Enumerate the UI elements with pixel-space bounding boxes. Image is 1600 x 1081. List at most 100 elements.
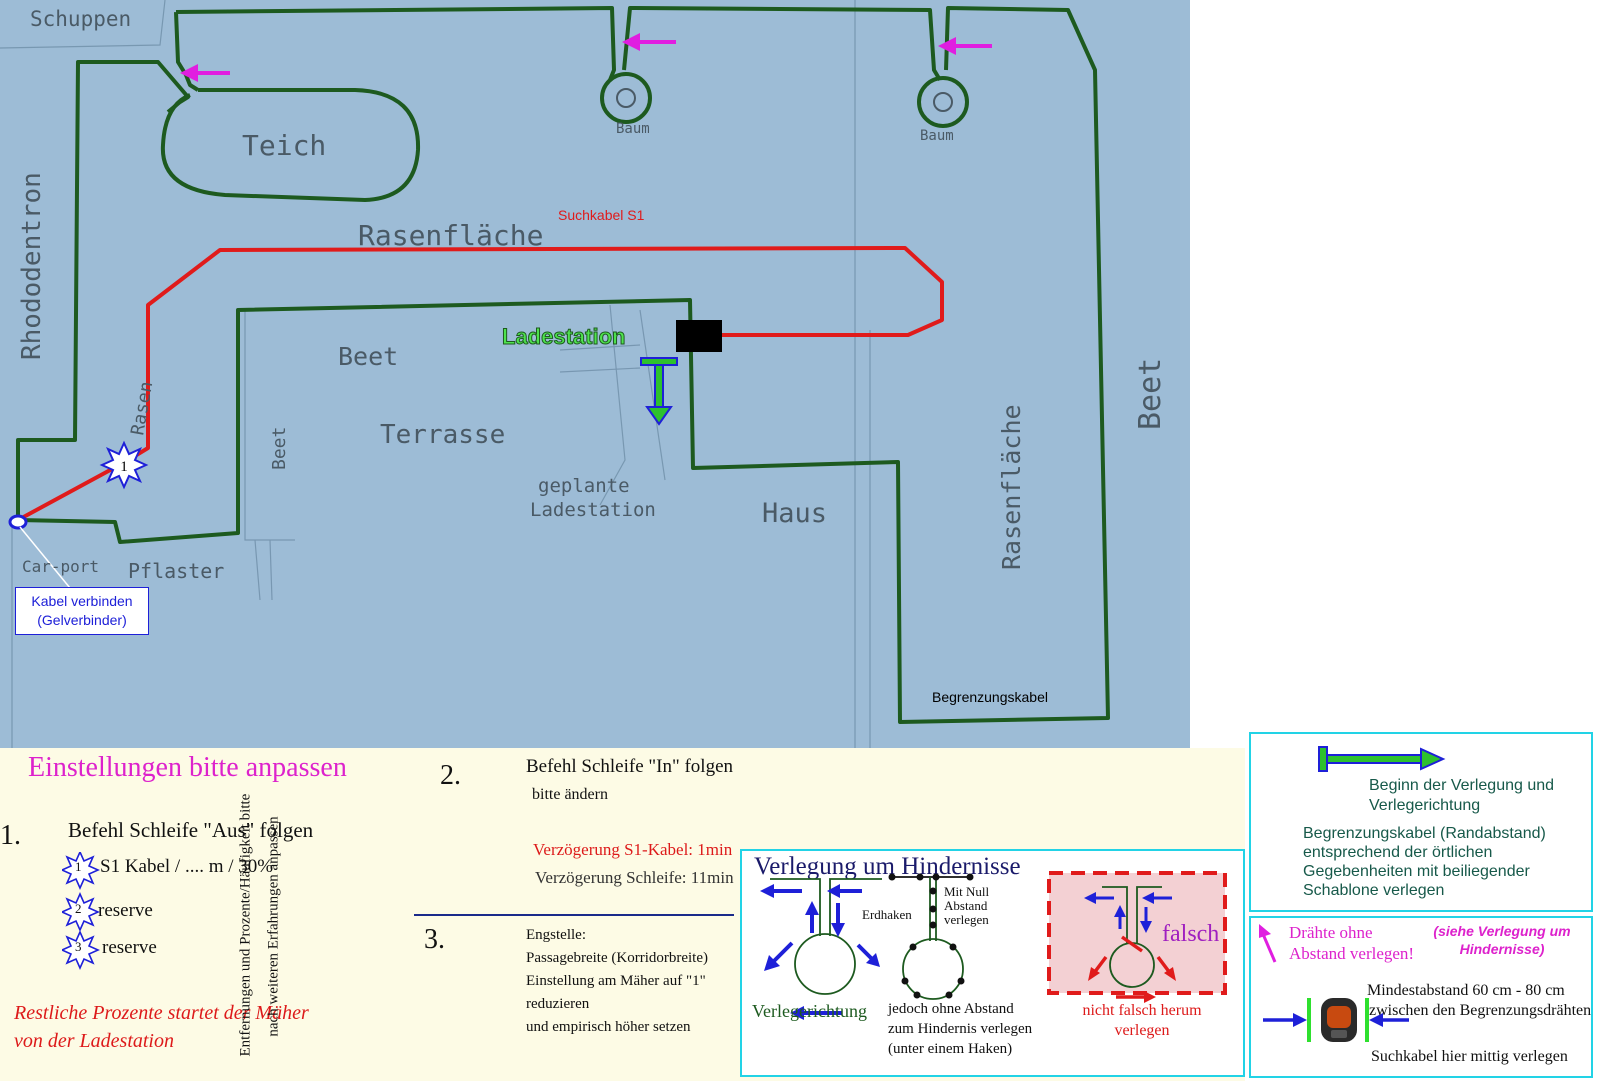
legend-boundary-line: Schablone verlegen [1303, 882, 1445, 899]
label-teich: Teich [242, 129, 326, 162]
marker-1-label: 1 [120, 459, 128, 475]
section-2-number: 2. [440, 760, 461, 791]
tree-loop-1 [600, 72, 652, 124]
badge-1-number: 1 [75, 859, 82, 874]
min-distance-line-2: zwischen den Begrenzungsdrähten [1369, 1002, 1592, 1019]
item-1-text: S1 Kabel / .... m / 30% [100, 856, 274, 877]
callout-line-1: Kabel verbinden [31, 593, 133, 609]
middle-caption: jedoch ohne Abstand zum Hindernis verleg… [888, 999, 1032, 1059]
connector-point [8, 514, 28, 530]
label-ladestation-small: Ladestation [530, 499, 656, 521]
search-cable-center-note: Suchkabel hier mittig verlegen [1371, 1048, 1568, 1065]
label-begrenzungskabel: Begrenzungskabel [932, 689, 1048, 705]
legend-bottom-diagram [1259, 924, 1409, 1042]
delay-schleife: Verzögerung Schleife: 11min [535, 868, 734, 887]
hook-dots [888, 873, 974, 999]
section-3-line: Engstelle: [526, 927, 586, 943]
label-garage: Car-port [22, 557, 99, 576]
callout-line-2: (Gelverbinder) [37, 612, 127, 628]
section-1-number: 1. [0, 820, 21, 851]
label-schuppen: Schuppen [30, 7, 131, 31]
legend-start-line: Verlegerichtung [1369, 797, 1481, 814]
wires-line: Drähte ohne [1289, 923, 1373, 942]
label-beet-right: Beet [1133, 358, 1168, 430]
item-3-text: reserve [102, 937, 157, 958]
section-1-heading: Befehl Schleife "Aus" folgen [68, 818, 314, 842]
middle-caption-line: jedoch ohne Abstand [888, 1001, 1014, 1017]
section-2-sub: bitte ändern [532, 786, 608, 803]
label-pflaster: Pflaster [128, 559, 224, 583]
section-3-line: reduzieren [526, 996, 590, 1012]
label-baum-2: Baum [920, 128, 954, 144]
min-distance-line-1: Mindestabstand 60 cm - 80 cm [1367, 982, 1565, 999]
label-geplante: geplante [538, 475, 630, 497]
label-suchkabel: Suchkabel S1 [558, 207, 645, 223]
starburst-badge-2-icon [62, 892, 100, 932]
wrong-caption: nicht falsch herum verlegen [1072, 1001, 1212, 1041]
label-rasenflaeche-top: Rasenfläche [358, 219, 543, 252]
siehe-text: (siehe Verlegung um Hindernisse) [1427, 922, 1577, 958]
obstacles-title: Verlegung um Hindernisse [754, 853, 1021, 880]
mower-icon [1321, 998, 1357, 1042]
section-3-line: und empirisch höher setzen [526, 1019, 691, 1035]
section-divider [414, 914, 734, 916]
siehe-line: (siehe Verlegung um [1433, 923, 1571, 939]
legend-start-line: Beginn der Verlegung und [1369, 777, 1555, 794]
verlegerichtung-label: Verlegerichtung [752, 1001, 867, 1021]
label-beet-center: Beet [338, 342, 398, 371]
callout-pointer [19, 526, 71, 589]
label-ladestation: Ladestation [502, 324, 625, 349]
label-rasenflaeche-right: Rasenfläche [997, 404, 1026, 570]
wires-line: Abstand verlegen! [1289, 944, 1415, 963]
note-line-2: von der Ladestation [14, 1030, 174, 1052]
erdhaken-label: Erdhaken [862, 907, 912, 922]
settings-title: Einstellungen bitte anpassen [28, 752, 347, 783]
tree-loop-2 [917, 76, 969, 128]
label-terrasse: Terrasse [380, 420, 505, 450]
pond-boundary [160, 88, 421, 203]
section-3-line: Einstellung am Mäher auf "1" [526, 973, 706, 989]
label-baum-1: Baum [616, 121, 650, 137]
section-3-number: 3. [424, 924, 445, 955]
siehe-line: Hindernisse) [1459, 941, 1545, 957]
legend-boundary-line: Begrenzungskabel (Randabstand) [1303, 825, 1546, 842]
garden-map: 1 Schuppen Rhododentron Teich Baum Baum … [0, 0, 1190, 748]
blank-area [1190, 0, 1600, 732]
obstacles-diagram [760, 871, 1227, 1020]
null-abstand-label: Mit Null Abstand verlegen [944, 885, 989, 927]
label-beet-left: Beet [269, 427, 290, 470]
tree-trunk-2 [933, 92, 953, 112]
label-haus: Haus [762, 498, 827, 529]
badge-2-number: 2 [75, 901, 82, 916]
direction-arrows [760, 884, 880, 1020]
wrong-arrows [1084, 892, 1172, 933]
connector-callout: Kabel verbinden (Gelverbinder) [15, 587, 149, 635]
start-direction-icon [1318, 746, 1446, 772]
starburst-badge-3-icon [62, 930, 100, 970]
legend-boundary-line: Gegebenheiten mit beiliegender [1303, 863, 1530, 880]
magenta-arrow-icon [180, 33, 992, 82]
falsch-label: falsch [1162, 921, 1220, 947]
badge-3-number: 3 [75, 939, 82, 954]
charging-station [676, 320, 722, 352]
obstacles-box: Verlegung um Hindernisse [740, 849, 1245, 1077]
vertical-note-2: nach weiteren Erfahrungen anpassen [265, 816, 282, 1037]
label-rhododentron: Rhododentron [17, 172, 47, 360]
magenta-up-arrow-icon [1259, 924, 1277, 963]
null-abstand-line: Mit Null [944, 884, 990, 899]
wrong-red-arrows [1088, 935, 1176, 1003]
legend-start-text: Beginn der Verlegung und Verlegerichtung [1369, 776, 1554, 816]
correct-loop [770, 878, 882, 995]
starburst-badges [62, 852, 100, 970]
starburst-marker-icon: 1 [99, 440, 149, 490]
wrong-caption-line: verlegen [1114, 1022, 1170, 1039]
section-3-line: Passagebreite (Korridorbreite) [526, 950, 709, 966]
wrong-caption-line: nicht falsch herum [1082, 1002, 1202, 1019]
sketch-lines [0, 0, 871, 748]
null-abstand-line: Abstand [944, 898, 988, 913]
item-2-text: reserve [98, 900, 153, 921]
legend-top-box: Beginn der Verlegung und Verlegerichtung… [1249, 732, 1593, 912]
legend-bottom-box: Drähte ohne Abstand verlegen! (siehe Ver… [1249, 916, 1593, 1078]
legend-boundary-line: entsprechend der örtlichen [1303, 844, 1493, 861]
wires-text: Drähte ohne Abstand verlegen! [1289, 922, 1414, 964]
